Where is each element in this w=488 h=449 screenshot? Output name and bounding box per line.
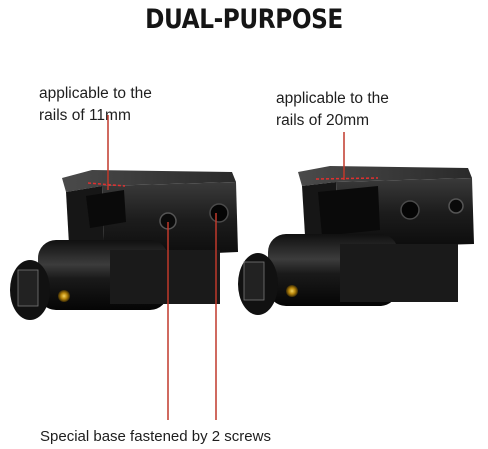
caption-20mm-line-1: applicable to the (276, 90, 389, 107)
rail-slot (86, 190, 126, 228)
laser-mount-lower (110, 250, 220, 304)
laser-lens-icon (58, 290, 70, 302)
laser-sight-20mm (215, 132, 474, 420)
caption-11mm-line-1: applicable to the (39, 85, 152, 102)
page-title: DUAL-PURPOSE (145, 4, 343, 35)
screw-hole-icon (209, 203, 229, 223)
caption-screws: Special base fastened by 2 screws (40, 428, 271, 445)
rail-width-marker-11mm (87, 182, 126, 187)
laser-mount-lower (340, 244, 458, 302)
rail-width-marker-20mm (315, 177, 379, 180)
caption-20mm-rail: applicable to the rails of 20mm (276, 88, 389, 132)
rail-clamp-top (62, 170, 236, 192)
screw-hole-icon (448, 198, 464, 214)
caption-20mm-line-2: rails of 20mm (276, 112, 370, 129)
warning-label (17, 269, 39, 307)
screw-hole-icon (400, 200, 420, 220)
laser-lens-icon (286, 285, 298, 297)
rail-clamp-top (298, 166, 472, 186)
rail-slot (318, 186, 380, 236)
warning-label (243, 261, 265, 301)
laser-sight-11mm (10, 115, 238, 420)
